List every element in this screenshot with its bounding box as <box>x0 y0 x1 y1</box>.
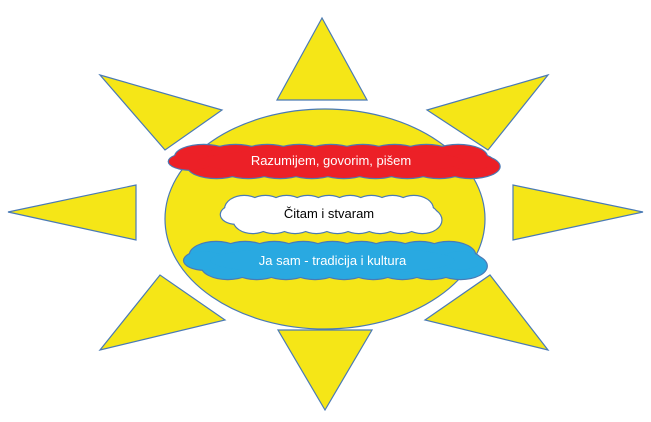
ray-bottom <box>276 329 374 412</box>
ray-bottom-left <box>98 274 227 351</box>
ray-right <box>512 184 644 241</box>
ray-top-left <box>98 73 224 151</box>
ray-top <box>275 16 369 101</box>
cloud-puff <box>168 153 214 170</box>
cloud-label-white: Čitam i stvaram <box>283 206 375 221</box>
ray-top-right <box>425 73 550 151</box>
cloud-white <box>219 194 443 235</box>
cloud-label-red: Razumijem, govorim, pišem <box>250 153 412 168</box>
cloud-puff <box>448 153 494 170</box>
cloud-label-blue: Ja sam - tradicija i kultura <box>258 253 407 268</box>
cloud-puff <box>184 251 225 270</box>
cloud-core <box>239 200 419 229</box>
cloud-puff <box>440 251 481 270</box>
cloud-red <box>167 143 501 180</box>
cloud-puff <box>407 205 438 224</box>
cloud-core <box>197 148 465 175</box>
ray-bottom-right <box>423 274 550 351</box>
cloud-core <box>210 246 455 275</box>
cloud-puff <box>220 205 251 224</box>
cloud-blue <box>182 240 488 281</box>
ray-left <box>7 184 137 241</box>
